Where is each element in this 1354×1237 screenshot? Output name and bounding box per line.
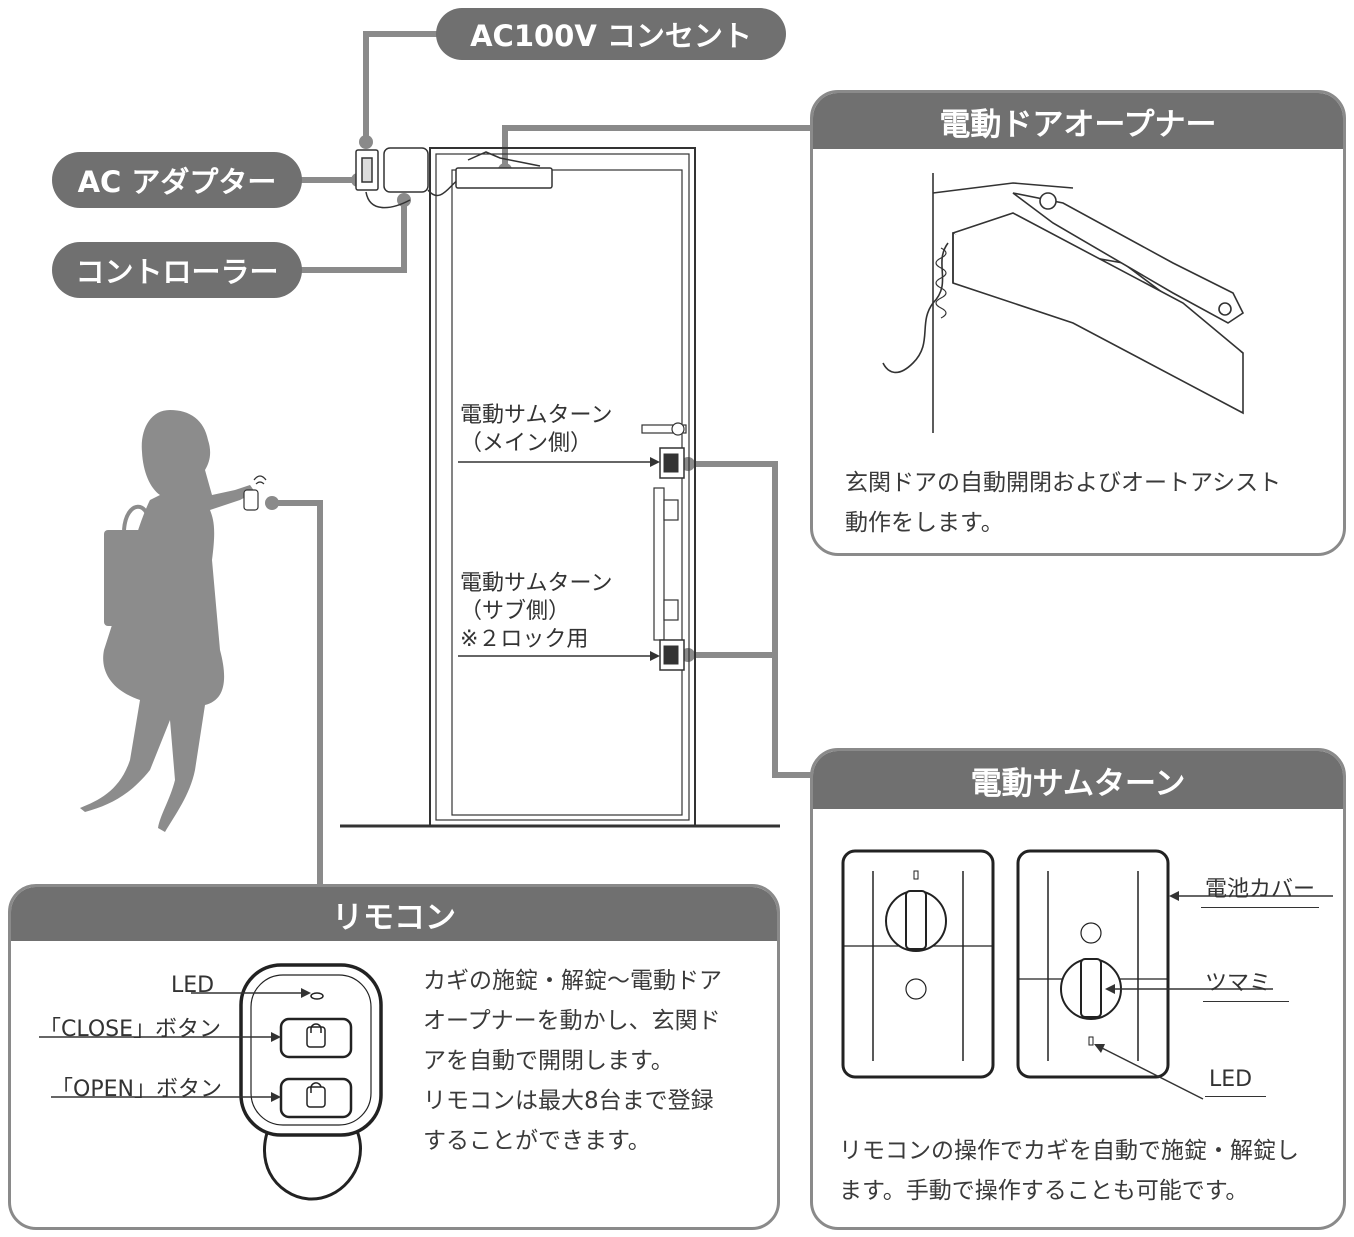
outlet-callout: AC100V コンセント: [436, 8, 786, 60]
opener-panel-title: 電動ドアオープナー: [813, 93, 1343, 149]
opener-illustration: [882, 173, 1245, 433]
remote-led-label: LED: [171, 973, 215, 998]
main-lock-label: 電動サムターン （メイン側）: [460, 402, 612, 458]
remote-panel: リモコン: [8, 884, 780, 1230]
main-lock-label-line-2: （メイン側）: [460, 431, 593, 456]
remote-description: カギの施錠・解錠～電動ドア オープナーを動かし、玄関ド アを自動で開閉します。 …: [423, 968, 722, 1154]
wireless-waves: [253, 475, 267, 485]
close-button-label: 「CLOSE」ボタン: [39, 1017, 222, 1042]
remote-illustration: [39, 963, 383, 1201]
knob-label: ツマミ: [1203, 965, 1290, 1002]
main-lock-label-line-1: 電動サムターン: [460, 403, 613, 428]
opener-description: 玄関ドアの自動開閉およびオートアシスト 動作をします。: [845, 470, 1282, 536]
hand-remote-shape: [243, 489, 259, 511]
opener-line: [502, 125, 830, 170]
battery-cover-label: 電池カバー: [1201, 871, 1320, 908]
connector-lines: [272, 31, 830, 890]
thumbturn-panel: 電動サムターン: [810, 748, 1346, 1230]
woman-silhouette: [80, 410, 255, 832]
opener-panel: 電動ドアオープナー 玄関ドアの自動開閉およびオートアシスト 動作をします。: [810, 90, 1346, 556]
outlet-line: [363, 31, 440, 142]
thumbturn-led-label: LED: [1205, 1067, 1267, 1097]
open-button-label: 「OPEN」ボタン: [51, 1077, 222, 1102]
door-drawing: [340, 147, 780, 828]
sub-lock-label-line-3: ※２ロック用: [460, 627, 589, 652]
remote-line: [272, 500, 323, 890]
controller-line: [300, 200, 407, 273]
remote-panel-title: リモコン: [11, 887, 777, 941]
sub-lock-label-line-2: （サブ側）: [460, 599, 571, 624]
controller-shape: [383, 147, 429, 193]
thumbturn-panel-title: 電動サムターン: [813, 751, 1343, 809]
thumbturn-illustration: [841, 849, 1333, 1100]
sub-lock-label-line-1: 電動サムターン: [460, 571, 613, 596]
power-devices: [355, 147, 459, 209]
thumbturn-description: リモコンの操作でカギを自動で施錠・解錠し ます。手動で操作することも可能です。: [839, 1138, 1299, 1204]
adapter-callout: AC アダプター: [52, 152, 302, 208]
sub-lock-label: 電動サムターン （サブ側） ※２ロック用: [460, 570, 612, 654]
thumbturn-line-main: [688, 461, 820, 778]
controller-callout: コントローラー: [52, 242, 302, 298]
door-label-arrows: [458, 457, 660, 661]
